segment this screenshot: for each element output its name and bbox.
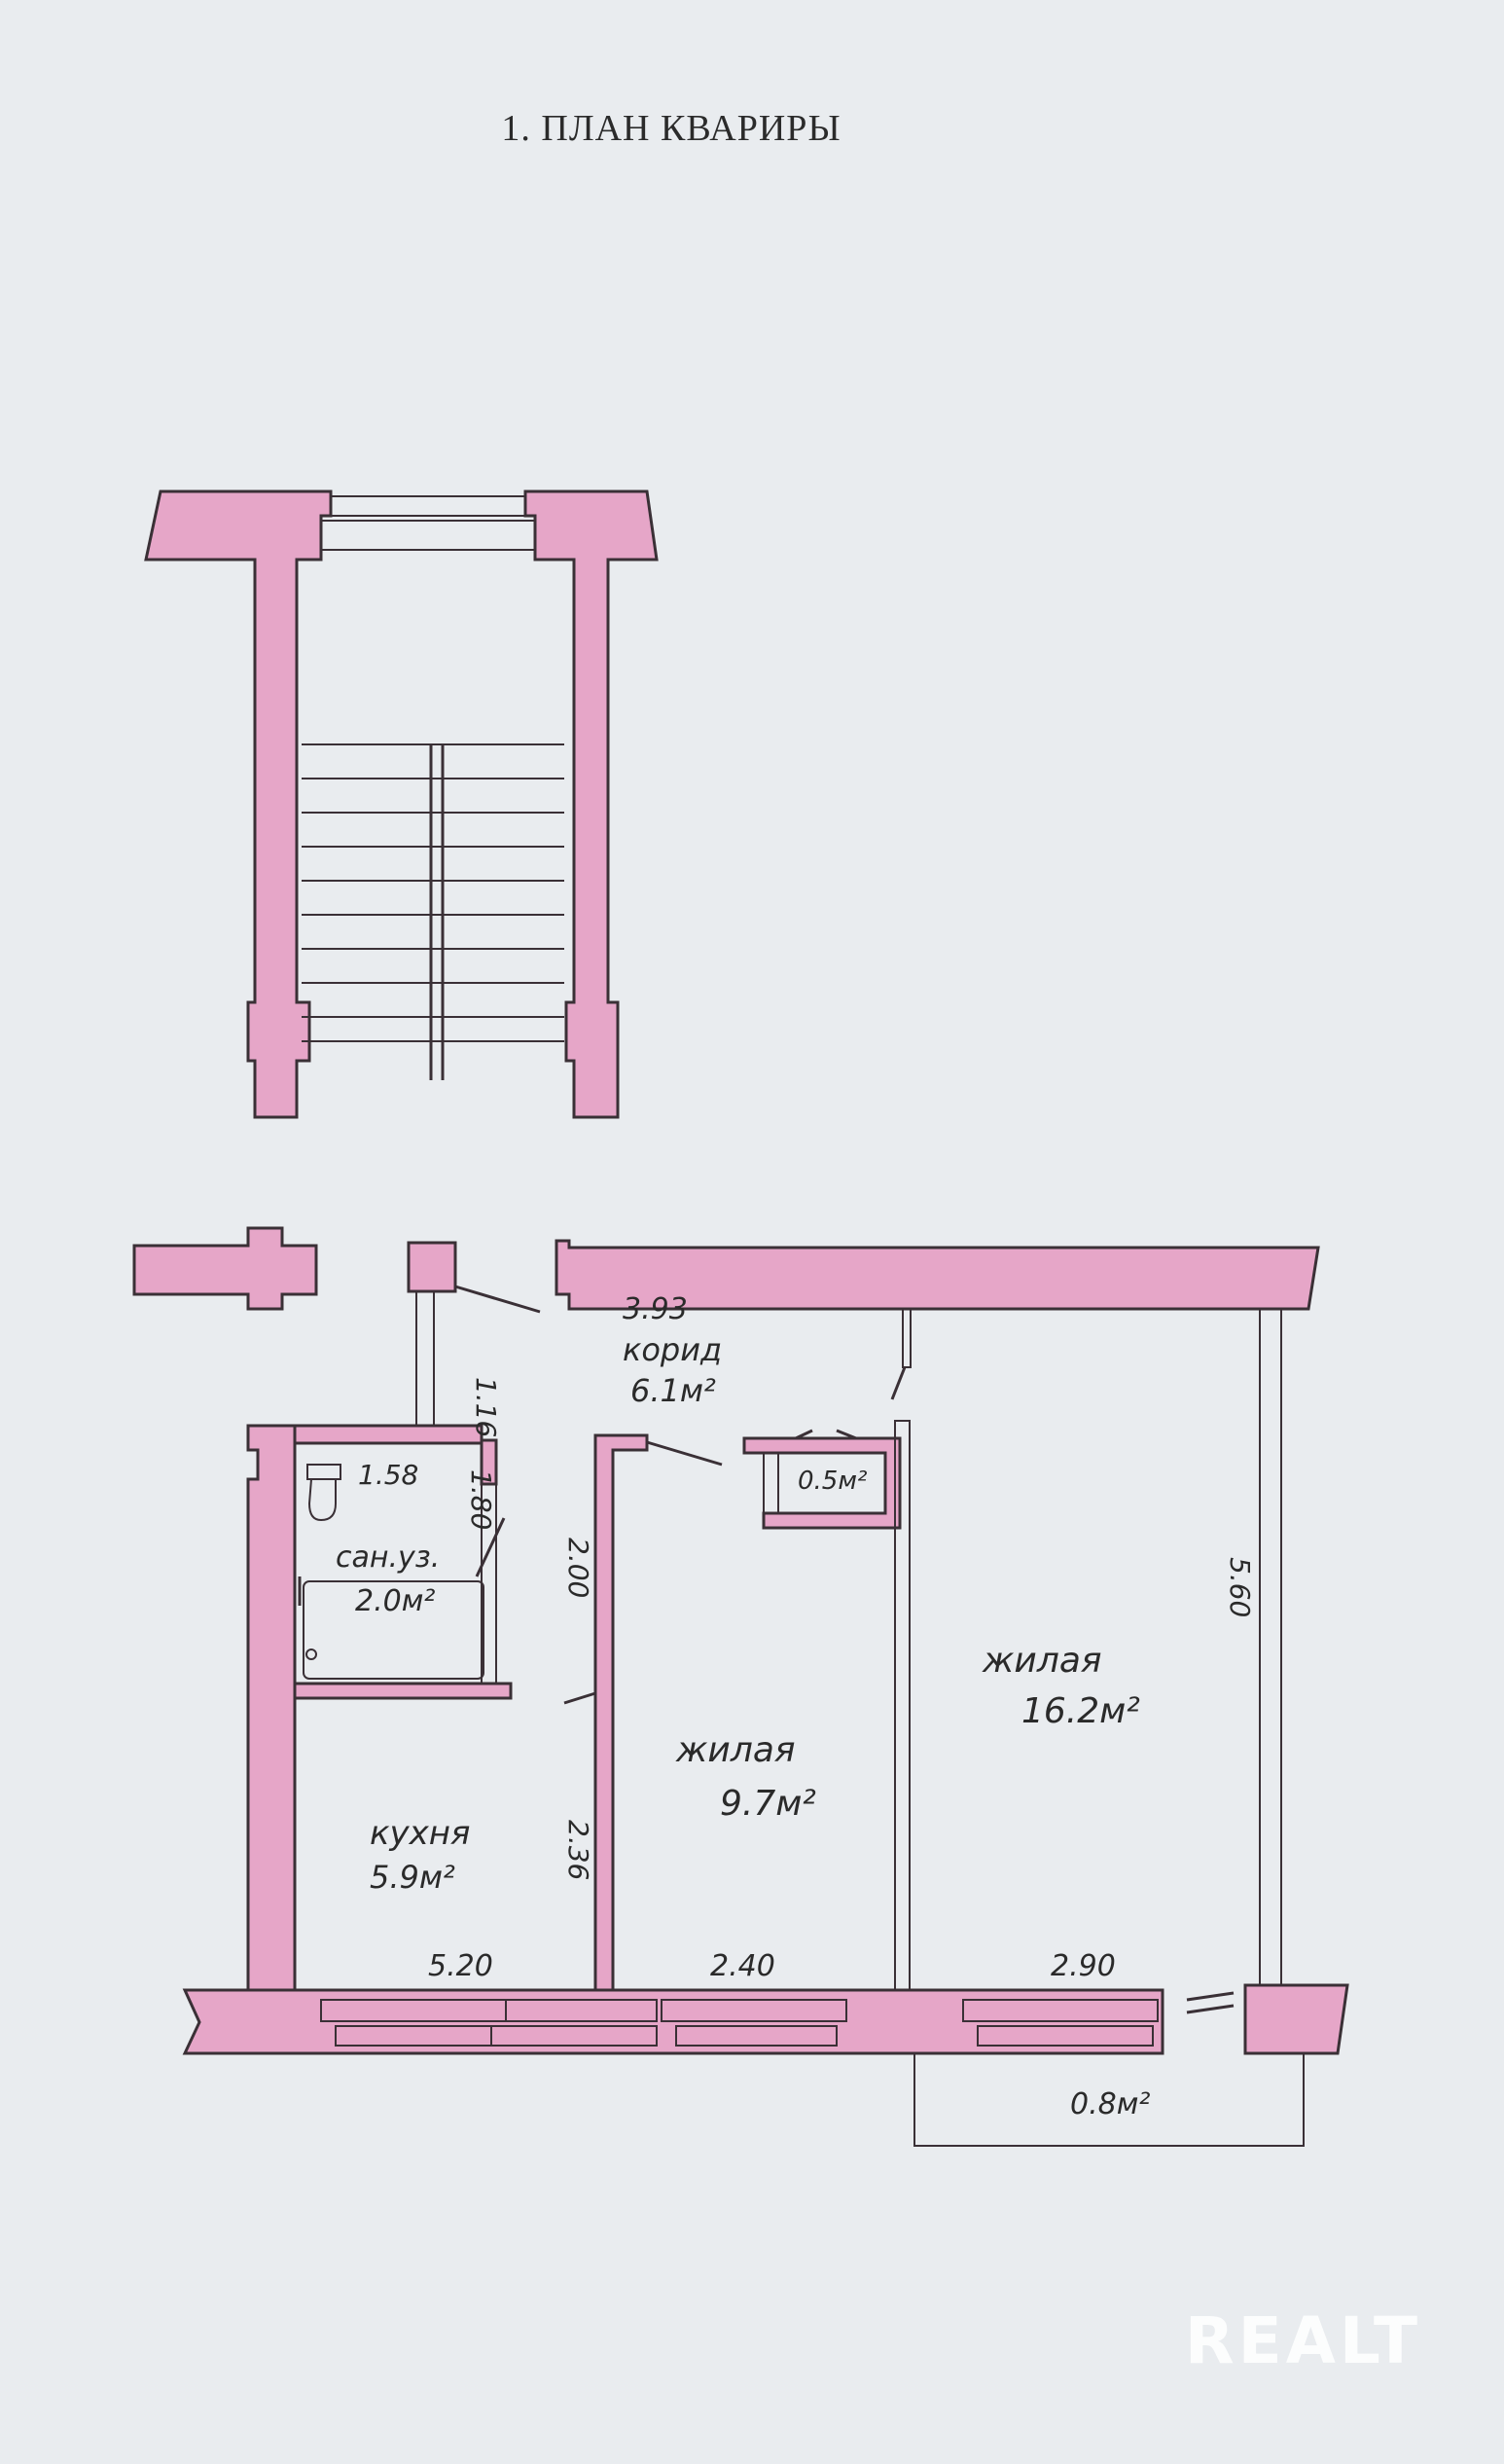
closet-left-wall [763, 1452, 779, 1514]
toilet-tank [306, 1464, 341, 1480]
stairwell [144, 489, 659, 1119]
small-room-left-wall [593, 1433, 649, 1992]
apartment-walls [132, 1226, 1349, 2147]
window-large-room [962, 1999, 1159, 2022]
small-room-name: жилая [675, 1730, 796, 1770]
dim-large-room-width: 2.90 [1051, 1949, 1116, 1983]
closet-area: 0.5м² [798, 1467, 867, 1496]
bathroom-name: сан.уз. [336, 1540, 440, 1575]
room-labels: 3.93 корид 6.1м² 0.5м² 1.58 сан.уз. 2.0м… [336, 1292, 1256, 2121]
bathroom-bottom-wall [293, 1682, 513, 1700]
large-room-area: 16.2м² [1021, 1691, 1140, 1731]
dim-large-room-depth: 5.60 [1224, 1557, 1256, 1617]
stairwell-window-sill [320, 520, 536, 551]
entry-door-swing [454, 1285, 541, 1314]
closet-door-left [795, 1429, 813, 1440]
balcony-outline [913, 2053, 1305, 2147]
large-room-name: жилая [982, 1641, 1102, 1681]
bathroom-area: 2.0м² [355, 1584, 435, 1618]
small-room-area: 9.7м² [720, 1784, 816, 1824]
dim-entry-wall: 1.16 [470, 1377, 502, 1437]
dim-small-room-width: 2.40 [710, 1949, 775, 1983]
bathtub-drain [305, 1649, 317, 1660]
bathroom-door-swing [475, 1517, 506, 1577]
plan-title: 1. ПЛАН КВАРИРЫ [501, 108, 842, 149]
stairwell-left-wall [144, 489, 333, 1119]
large-room-door-swing [890, 1366, 907, 1400]
stair-steps [302, 743, 564, 1080]
realt-watermark: REALT [1184, 2303, 1421, 2378]
window-small-room-sill [675, 2025, 838, 2047]
kitchen-area: 5.9м² [370, 1859, 455, 1896]
dim-kitchen-depth: 2.36 [562, 1820, 594, 1880]
toilet [307, 1478, 337, 1522]
window-large-room-sill [977, 2025, 1154, 2047]
room-door-swing [646, 1440, 723, 1467]
balcony-door-line-1 [1186, 1991, 1235, 2002]
window-kitchen-right-sill [490, 2025, 658, 2047]
dim-bathroom-width: 1.58 [358, 1459, 418, 1491]
entry-wall-segment [415, 1290, 435, 1438]
window-kitchen-right [505, 1999, 658, 2022]
right-exterior-wall [1259, 1308, 1282, 1996]
closet-door-right [836, 1429, 857, 1440]
window-small-room [661, 1999, 847, 2022]
corridor-name: корид [623, 1331, 722, 1368]
entry-pillar [407, 1241, 457, 1293]
partition-stub [902, 1308, 912, 1368]
dim-small-room-depth: 2.00 [562, 1538, 594, 1598]
kitchen-name: кухня [370, 1814, 470, 1853]
bottom-right-corner-wall [1243, 1983, 1349, 2055]
dim-kitchen-width: 5.20 [428, 1949, 493, 1983]
balcony-area: 0.8м² [1070, 2087, 1150, 2121]
top-wall-right [555, 1239, 1320, 1311]
dim-corridor-length: 3.93 [623, 1292, 688, 1326]
balcony-door-line-2 [1186, 2004, 1235, 2014]
stairwell-window [330, 495, 526, 517]
bathtub [303, 1580, 484, 1680]
left-exterior-wall [246, 1424, 297, 1992]
top-wall-left [132, 1226, 318, 1311]
dim-bathroom-depth: 1.80 [465, 1469, 497, 1530]
corridor-area: 6.1м² [630, 1372, 716, 1409]
stairwell-right-wall [523, 489, 659, 1119]
